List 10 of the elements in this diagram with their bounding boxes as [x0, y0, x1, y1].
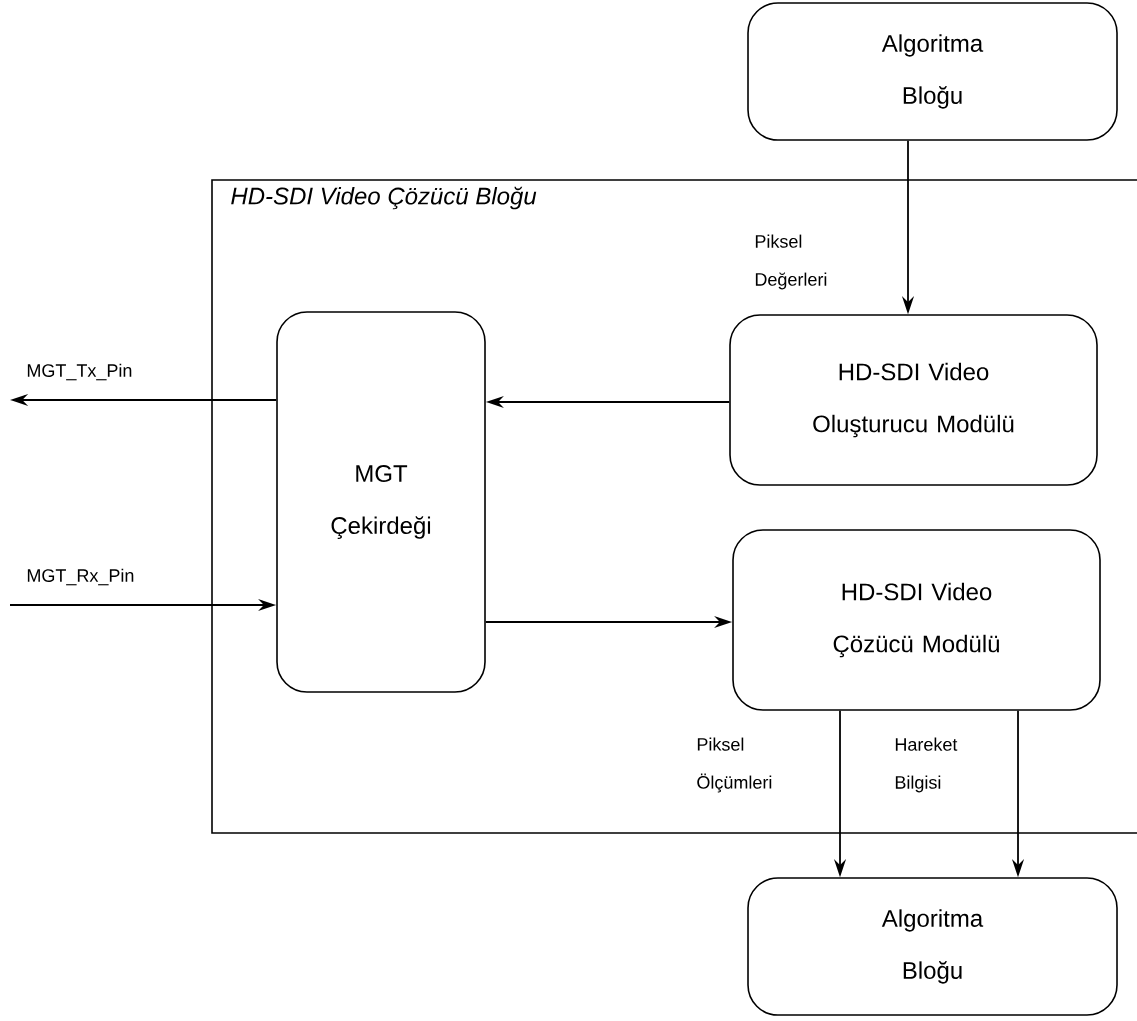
edge-label: MGT_Tx_Pin	[27, 363, 132, 381]
edge-label: Piksel Ölçümleri	[697, 737, 772, 793]
edge-label: Hareket Bilgisi	[895, 737, 958, 793]
module-box: MGT Çekirdeği	[276, 311, 486, 693]
module-box: Algoritma Bloğu	[747, 877, 1118, 1016]
module-box: Algoritma Bloğu	[747, 2, 1118, 141]
module-box: HD-SDI Video Oluşturucu Modülü	[729, 314, 1098, 486]
module-box: HD-SDI Video Çözücü Modülü	[732, 529, 1101, 711]
edge-label: Piksel Değerleri	[755, 234, 827, 290]
edge-label: MGT_Rx_Pin	[27, 568, 134, 586]
